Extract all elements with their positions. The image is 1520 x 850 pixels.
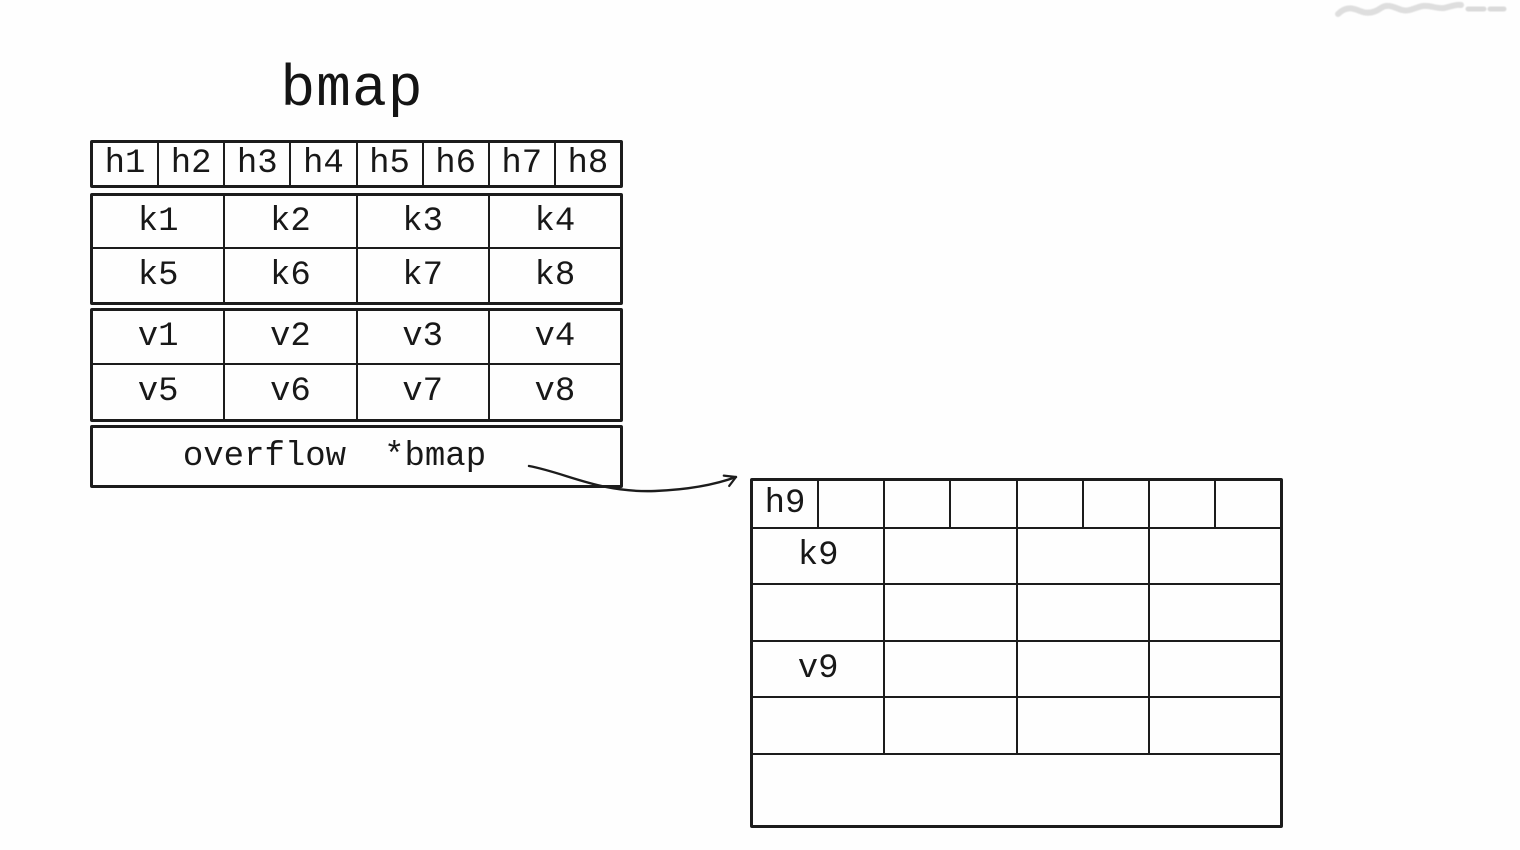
key-cell-k4: k4 [534, 202, 576, 241]
value-cell-empty [1018, 642, 1150, 696]
bucket1-keys-box: k1 k2 k3 k4 k5 k6 k7 k8 [90, 193, 623, 305]
hash-cell-empty [885, 481, 952, 527]
overflow-cell-empty [753, 755, 1280, 825]
value-cell-empty [885, 698, 1018, 753]
value-cell-v9: v9 [753, 642, 886, 696]
value-cell-empty [1018, 698, 1150, 753]
hash-cell-h9: h9 [753, 481, 820, 527]
key-cell-k5: k5 [93, 249, 226, 302]
overflow-pointer-type: *bmap [384, 437, 487, 476]
value-cell-empty [885, 642, 1018, 696]
overflow-label: overflow [182, 437, 347, 476]
key-cell-k6: k6 [225, 249, 358, 302]
value-cell-v7: v7 [358, 365, 490, 419]
hash-cell-h1: h1 [93, 143, 160, 185]
key-cell-empty [753, 585, 886, 640]
value-cell-v5: v5 [93, 365, 226, 419]
key-cell-k1: k1 [93, 196, 226, 247]
hash-cell-empty [951, 481, 1018, 527]
key-cell-k7: k7 [358, 249, 490, 302]
value-cell-empty [753, 698, 886, 753]
hash-cell-empty [1084, 481, 1150, 527]
value-cell-v4: v4 [534, 318, 576, 356]
bucket1-hash-row: h1 h2 h3 h4 h5 h6 h7 h8 [90, 140, 623, 188]
key-cell-k3: k3 [358, 196, 490, 247]
bucket2-values-row-2 [753, 698, 1280, 755]
diagram-title: bmap [280, 58, 424, 123]
bucket2-table: h9 k9 v9 [750, 478, 1283, 828]
hash-cell-h8: h8 [567, 145, 609, 183]
key-cell-empty [1018, 529, 1150, 583]
value-cell-v1: v1 [93, 311, 226, 363]
key-cell-empty [885, 585, 1018, 640]
key-cell-k9: k9 [753, 529, 886, 583]
hash-cell-empty [1018, 481, 1084, 527]
watermark-scribble [1335, 1, 1507, 17]
hash-cell-h2: h2 [159, 143, 226, 185]
bucket2-keys-row-1: k9 [753, 529, 1280, 585]
value-cell-v2: v2 [225, 311, 358, 363]
value-cell-empty [1150, 698, 1280, 753]
bucket1-overflow-cell: overflow *bmap [90, 425, 623, 488]
value-cell-v8: v8 [534, 373, 576, 411]
bucket2-hash-row: h9 [753, 481, 1280, 529]
value-cell-v6: v6 [225, 365, 358, 419]
hash-cell-h7: h7 [490, 143, 556, 185]
overflow-arrow [527, 464, 738, 493]
hash-cell-empty [1150, 481, 1216, 527]
key-cell-k8: k8 [534, 256, 576, 295]
hash-cell-h6: h6 [424, 143, 490, 185]
bucket2-keys-row-2 [753, 585, 1280, 642]
hash-cell-h4: h4 [291, 143, 358, 185]
value-cell-v3: v3 [358, 311, 490, 363]
key-cell-k2: k2 [225, 196, 358, 247]
hash-cell-h5: h5 [358, 143, 424, 185]
value-cell-empty [1150, 642, 1280, 696]
hash-cell-empty [1216, 481, 1280, 527]
bucket2-overflow-cell [753, 755, 1280, 825]
bucket2-values-row-1: v9 [753, 642, 1280, 698]
hash-cell-empty [819, 481, 886, 527]
key-cell-empty [885, 529, 1018, 583]
bucket1-values-box: v1 v2 v3 v4 v5 v6 v7 v8 [90, 308, 623, 422]
key-cell-empty [1150, 585, 1280, 640]
key-cell-empty [1018, 585, 1150, 640]
key-cell-empty [1150, 529, 1280, 583]
hash-cell-h3: h3 [225, 143, 292, 185]
